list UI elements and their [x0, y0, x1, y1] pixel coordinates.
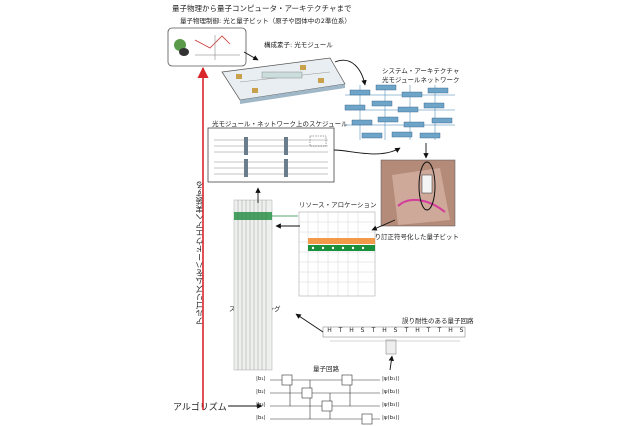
fault-tolerant-label: 誤り耐性のある量子回路: [402, 317, 474, 325]
gate: H: [327, 327, 332, 334]
arrow-schedule-network: [333, 147, 401, 155]
gate: H: [448, 327, 453, 334]
gate: S: [459, 327, 464, 334]
gate: H: [349, 327, 354, 334]
circuit-label: 量子回路: [313, 365, 339, 373]
physics-control-label: 量子物理制御: 光と量子ビット（原子や固体中の2準位系）: [180, 17, 351, 25]
gate: S: [360, 327, 365, 334]
module-network: [344, 84, 455, 140]
quantum-circuit: [270, 374, 380, 425]
physics-panel: [167, 27, 247, 67]
arrow-physics-module: [243, 51, 259, 61]
gate: T: [338, 327, 343, 334]
output-label: |ψ(b₂)⟩: [382, 389, 400, 395]
gate-letters: H T H S T H S T H T T H S: [324, 328, 467, 334]
arrow-logical-resource: [371, 219, 396, 231]
arrow-module-network: [334, 59, 367, 86]
arrow-gates-schedule: [295, 313, 324, 333]
gate: T: [371, 327, 376, 334]
arrow-circuit-gates: [388, 355, 394, 371]
qubit-label: |b₃⟩: [256, 402, 266, 408]
logical-qubit-image: [380, 159, 456, 227]
qubit-label: |b₁⟩: [256, 376, 266, 382]
gate: T: [404, 327, 409, 334]
output-label: |ψ(b₄)⟩: [382, 415, 400, 421]
page-title: 量子物理から量子コンピュータ・アーキテクチャまで: [172, 4, 352, 13]
system-label-1: システム・アーキテクチャ: [382, 67, 460, 75]
output-label: |ψ(b₁)⟩: [382, 376, 400, 382]
algorithm-label: アルゴリズム: [173, 403, 227, 413]
gate: H: [382, 327, 387, 334]
output-label: |ψ(b₃)⟩: [382, 402, 400, 408]
schedule-panel-label: 光モジュール・ネットワーク上のスケジュール: [212, 120, 348, 128]
system-label-2: 光モジュールネットワーク: [382, 76, 460, 84]
resource-label: リソース・アロケーション: [299, 201, 377, 209]
gate: H: [415, 327, 420, 334]
gate: T: [426, 327, 431, 334]
qubit-label: |b₂⟩: [256, 389, 266, 395]
gate: T: [437, 327, 442, 334]
gate: S: [393, 327, 398, 334]
component-label: 構成素子: 光モジュール: [264, 41, 333, 49]
circuit-stack: [233, 199, 298, 371]
resource-grid: [298, 211, 376, 297]
optical-module: [221, 57, 346, 104]
schedule-panel: [207, 127, 335, 183]
error-corrected-label: 誤り訂正符号化した量子ビット: [368, 233, 459, 241]
qubit-label: |b₄⟩: [256, 415, 266, 421]
